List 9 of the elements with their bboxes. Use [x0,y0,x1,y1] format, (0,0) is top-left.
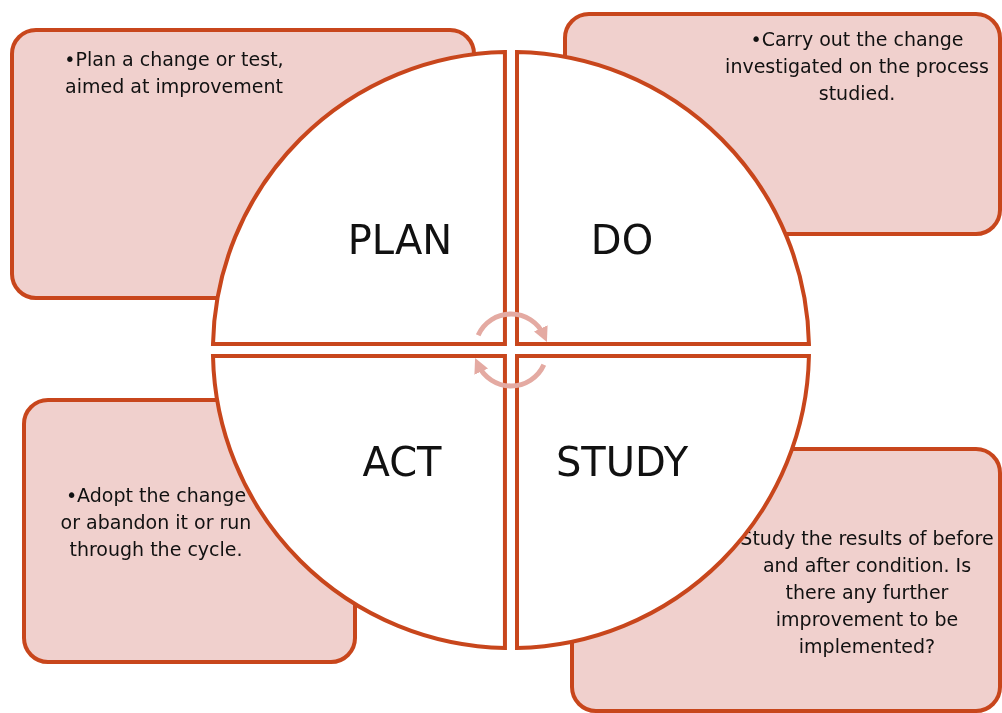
phase-label: ACT [362,439,442,485]
cycle-arrow [475,311,548,342]
card-text: •Adopt the change or abandon it or run through the cycle. [59,483,253,562]
phase-label: DO [590,217,654,263]
card-text: •Plan a change or test, aimed at improvement [63,47,285,99]
phase-label: PLAN [347,217,453,263]
card-text: •Carry out the change investigated on the process studied. [724,27,990,106]
phase-label: STUDY [555,439,689,485]
cycle-arrow [474,358,547,389]
